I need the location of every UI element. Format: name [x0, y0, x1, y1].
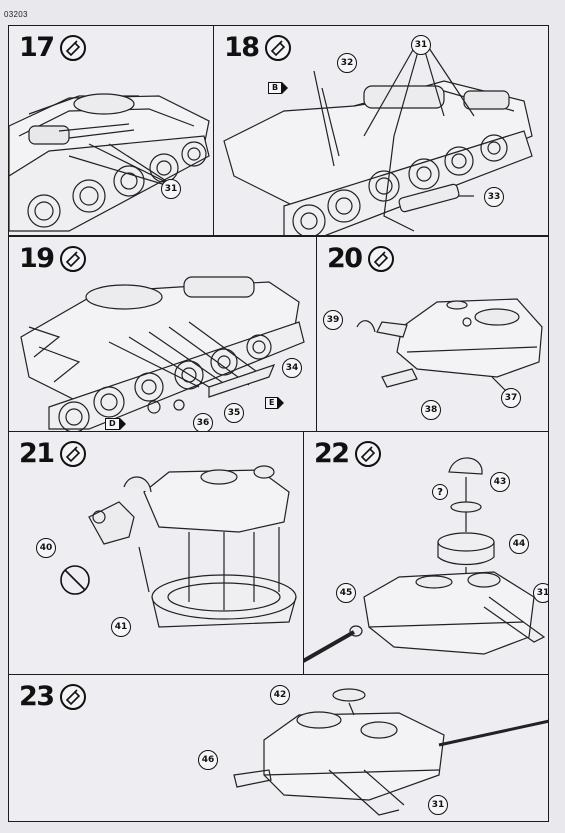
callout-part-34: 34: [282, 358, 302, 378]
step-23-header: 23: [19, 683, 86, 710]
finished-turret-illustration: [233, 688, 548, 816]
callout-part-32: 32: [337, 53, 357, 73]
callout-part-42: 42: [270, 685, 290, 705]
turret-assembly-illustration: [60, 465, 297, 628]
callout-part-43: 43: [490, 472, 510, 492]
step-23-number: 23: [19, 681, 55, 712]
callout-part-44: 44: [509, 534, 529, 554]
step-17-number: 17: [19, 32, 55, 63]
glue-tube-icon: [59, 683, 86, 710]
callout-part-38: 38: [421, 400, 441, 420]
tank-hull-side-illustration: [223, 47, 533, 235]
callout-part-31: 31: [428, 795, 448, 815]
step-18-number: 18: [224, 32, 260, 63]
callout-part-36: 36: [193, 413, 213, 432]
step-20-panel: 20 39 38 37: [316, 236, 549, 433]
step-19-number: 19: [19, 243, 55, 274]
question-hint-icon: ?: [432, 484, 448, 500]
step-22-header: 22: [314, 440, 381, 467]
step-22-number: 22: [314, 438, 350, 469]
step-22-panel: 22 ? 43 44 45 31: [303, 431, 549, 676]
step-18-header: 18: [224, 34, 291, 61]
glue-tube-icon: [59, 34, 86, 61]
callout-part-31: 31: [161, 179, 181, 199]
callout-part-35: 35: [224, 403, 244, 423]
tank-hull-rear-illustration: [9, 93, 210, 232]
callout-part-31: 31: [533, 583, 548, 603]
document-code: 03203: [4, 10, 28, 19]
step-20-number: 20: [327, 243, 363, 274]
glue-tube-icon: [367, 245, 394, 272]
step-17-panel: 17 31: [8, 25, 215, 236]
callout-part-33: 33: [484, 187, 504, 207]
step-21-number: 21: [19, 438, 55, 469]
tank-hull-front-illustration: [20, 276, 305, 432]
step-21-header: 21: [19, 440, 86, 467]
glue-tube-icon: [59, 245, 86, 272]
glue-tube-icon: [59, 440, 86, 467]
callout-part-31: 31: [411, 35, 431, 55]
step-21-panel: 21 40 41: [8, 431, 305, 676]
step-23-panel: 23 42 46 31: [8, 674, 549, 822]
turret-illustration: [356, 298, 543, 393]
step-20-header: 20: [327, 245, 394, 272]
callout-part-41: 41: [111, 617, 131, 637]
turret-gun-illustration: [304, 457, 546, 663]
callout-part-37: 37: [501, 388, 521, 408]
step-17-header: 17: [19, 34, 86, 61]
attachment-flag-d: D: [105, 418, 126, 430]
attachment-flag-e: E: [265, 397, 286, 409]
step-19-panel: 19 34 35 36 D E: [8, 236, 318, 433]
callout-part-40: 40: [36, 538, 56, 558]
attachment-flag-b: B: [268, 82, 289, 94]
callout-part-39: 39: [323, 310, 343, 330]
callout-part-45: 45: [336, 583, 356, 603]
callout-part-46: 46: [198, 750, 218, 770]
glue-tube-icon: [264, 34, 291, 61]
step-18-panel: 18 32 31 33 B: [213, 25, 549, 236]
step-19-header: 19: [19, 245, 86, 272]
glue-tube-icon: [354, 440, 381, 467]
